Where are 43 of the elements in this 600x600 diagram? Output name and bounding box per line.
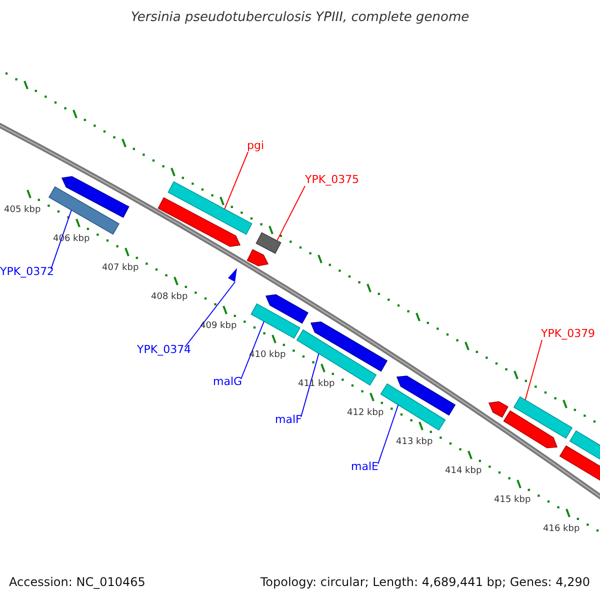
gene-feature [265, 294, 308, 324]
gene-feature [488, 401, 508, 418]
gene-feature [158, 197, 241, 247]
gene-feature [228, 268, 237, 282]
gene-label: malE [351, 461, 378, 472]
scale-label: 409 kbp [200, 322, 237, 331]
gene-label: YPK_0374 [137, 344, 192, 355]
gene-feature [396, 376, 456, 416]
gene-label: YPK_0375 [305, 174, 360, 185]
gene-label: malF [275, 414, 302, 425]
leader-line [524, 340, 542, 400]
gene-label: malG [213, 376, 242, 387]
scale-label: 413 kbp [396, 438, 433, 447]
gene-feature [48, 186, 120, 235]
title: Yersinia pseudotuberculosis YPIII, complete genome [130, 11, 470, 24]
leader-line [240, 320, 264, 380]
scale-label: 407 kbp [102, 264, 139, 273]
leader-line [300, 353, 320, 418]
gene-feature [503, 410, 558, 448]
scale-label: 415 kbp [494, 496, 531, 505]
gene-feature [513, 396, 573, 439]
scale-label: 416 kbp [543, 525, 580, 534]
gene-feature [61, 176, 130, 218]
gene-label: pgi [247, 140, 264, 151]
leader-line [378, 404, 399, 464]
scale-label: 412 kbp [347, 409, 384, 418]
gene-feature [246, 249, 269, 266]
footer-text: Accession: NC_010465 [9, 576, 146, 588]
footer-text: Topology: circular; Length: 4,689,441 bp; Genes: 4,290 [260, 576, 590, 588]
scale-label: 408 kbp [151, 293, 188, 302]
scale-label: 414 kbp [445, 467, 482, 476]
gene-label: YPK_0379 [541, 328, 596, 339]
leader-line [276, 186, 306, 242]
gene-feature [256, 232, 282, 254]
gene-feature [250, 303, 300, 339]
gene-feature [296, 329, 377, 386]
scale-label: 405 kbp [4, 206, 41, 215]
leader-line [50, 210, 72, 270]
gene-feature [310, 321, 388, 372]
leader-line [184, 282, 236, 348]
gene-label: YPK_0372 [0, 266, 54, 277]
leader-line [224, 152, 248, 210]
gene-feature [168, 181, 252, 235]
